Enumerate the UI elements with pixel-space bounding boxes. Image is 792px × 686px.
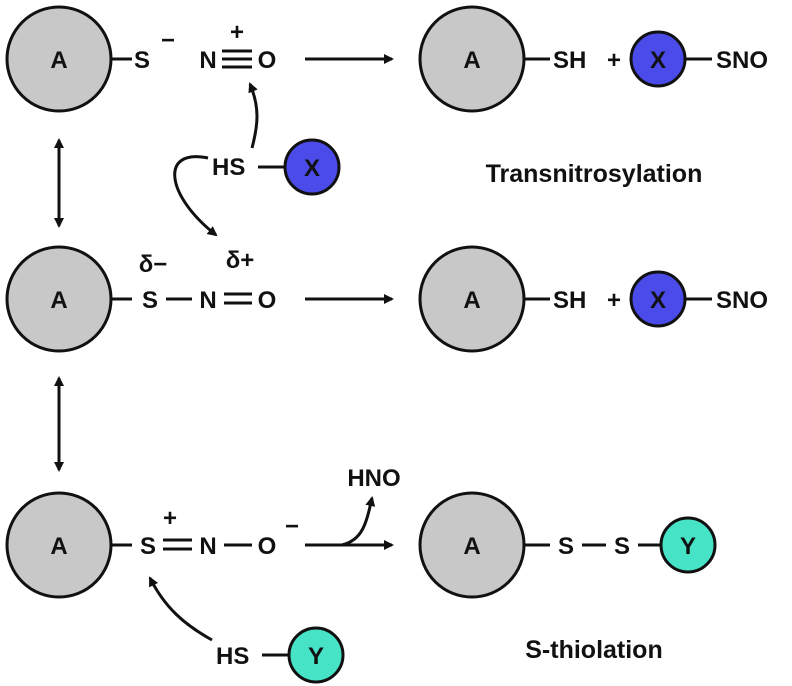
row-1-products: A SH + X SNO bbox=[418, 5, 768, 113]
row-1-reactants: A S − N + O bbox=[5, 5, 277, 113]
protein-a-label: A bbox=[50, 533, 67, 560]
protein-a-label: A bbox=[50, 47, 67, 74]
caption-transnitrosylation: Transnitrosylation bbox=[486, 160, 703, 188]
row-2-reactants: A S δ− N δ+ O bbox=[5, 245, 277, 353]
nitrogen-atom: N bbox=[199, 287, 216, 314]
thiol-y-label: Y bbox=[308, 643, 324, 670]
protein-a-label: A bbox=[50, 287, 67, 314]
sulfur-atom-1: S bbox=[558, 533, 574, 560]
thiol-x-label: X bbox=[650, 287, 666, 314]
nitrogen-atom: N bbox=[199, 47, 216, 74]
protein-a-label: A bbox=[463, 533, 480, 560]
curved-arrow-to-delta-plus bbox=[173, 155, 218, 237]
protein-a-label: A bbox=[463, 47, 480, 74]
hno-label: HNO bbox=[347, 465, 400, 492]
hno-release-arrow bbox=[341, 496, 376, 547]
caption-s-thiolation: S-thiolation bbox=[525, 636, 662, 664]
row-3-products: A S S Y bbox=[418, 491, 717, 599]
hs-group: HS bbox=[216, 643, 249, 670]
thiol-y-label: Y bbox=[680, 533, 696, 560]
thiol-x-circle bbox=[283, 138, 341, 196]
nitrogen-atom: N bbox=[199, 533, 216, 560]
thiol-x-label: X bbox=[304, 155, 320, 182]
sulfur-minus-charge: − bbox=[161, 27, 175, 54]
sno-group: SNO bbox=[716, 287, 768, 314]
sh-group: SH bbox=[553, 287, 586, 314]
row-3-reactants: A S + N O − bbox=[5, 491, 299, 599]
delta-minus-charge: δ− bbox=[139, 251, 168, 278]
attacking-thiol-y: HS Y bbox=[216, 626, 345, 684]
row-2-products: A SH + X SNO bbox=[418, 245, 768, 353]
plus-sign: + bbox=[607, 47, 621, 74]
attacking-thiol-x: HS X bbox=[212, 138, 341, 196]
curved-arrow-to-sulfur bbox=[148, 576, 213, 642]
oxygen-minus-charge: − bbox=[285, 513, 299, 540]
sh-group: SH bbox=[553, 47, 586, 74]
sulfur-atom: S bbox=[142, 287, 158, 314]
oxygen-atom: O bbox=[258, 47, 277, 74]
sulfur-atom-2: S bbox=[614, 533, 630, 560]
plus-sign: + bbox=[607, 287, 621, 314]
protein-a-label: A bbox=[463, 287, 480, 314]
curved-arrow-to-nitrogen bbox=[248, 82, 259, 149]
sulfur-atom: S bbox=[134, 47, 150, 74]
hs-group: HS bbox=[212, 154, 245, 181]
oxygen-atom: O bbox=[258, 287, 277, 314]
thiol-x-label: X bbox=[650, 47, 666, 74]
nitrogen-plus-charge: + bbox=[230, 19, 244, 46]
sno-group: SNO bbox=[716, 47, 768, 74]
oxygen-atom: O bbox=[258, 533, 277, 560]
sulfur-atom: S bbox=[140, 533, 156, 560]
delta-plus-charge: δ+ bbox=[226, 247, 255, 274]
thiol-y-circle bbox=[659, 516, 717, 574]
thiol-y-circle bbox=[287, 626, 345, 684]
sulfur-plus-charge: + bbox=[163, 505, 177, 532]
